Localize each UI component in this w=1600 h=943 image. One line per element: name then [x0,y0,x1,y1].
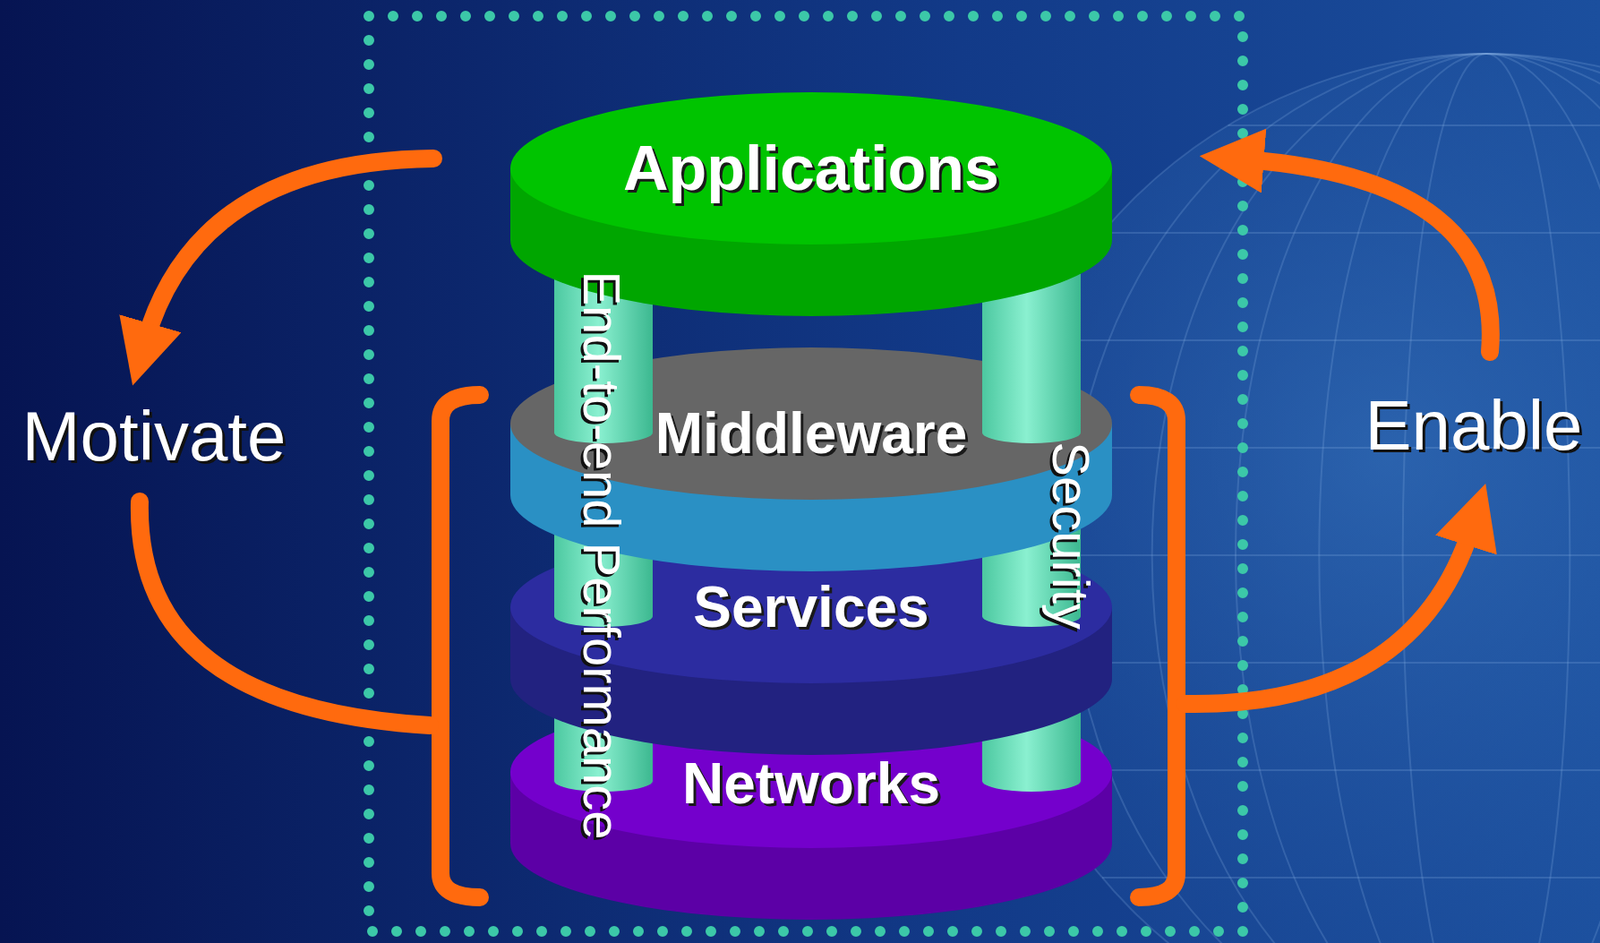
layer-disk: Services [679,570,942,644]
parallel [1102,231,1600,234]
layer-name: Networks [682,752,941,815]
bracket [440,394,480,898]
layer-name: Services [693,575,929,639]
arrow [145,158,434,343]
parallel [1033,339,1600,342]
meridian [1403,53,1571,943]
layer-disk: Middleware [641,396,982,471]
disk-top [510,92,1113,245]
cycle-label: Enable [1365,387,1583,465]
vertical-caption: End-to-end Performance [573,270,631,839]
layer-disk: Applications [609,128,1013,209]
layer-disk: Networks [668,746,954,821]
arrow [139,501,430,726]
arrow [1185,526,1472,704]
parallel [1228,124,1600,127]
bracket [1138,394,1177,898]
meridian [1152,53,1600,943]
parallel [1033,769,1600,771]
dotted-frame [368,16,1243,932]
cycle-arrows [139,158,1491,898]
layer-name: Middleware [655,402,968,465]
cycle-label: Motivate [22,398,287,476]
layer-stack [510,92,1113,920]
arrow [1244,159,1491,352]
meridian [1068,53,1600,943]
meridian [1235,53,1600,943]
layer-name: Applications [623,134,1000,204]
vertical-caption: Security [1042,441,1100,630]
